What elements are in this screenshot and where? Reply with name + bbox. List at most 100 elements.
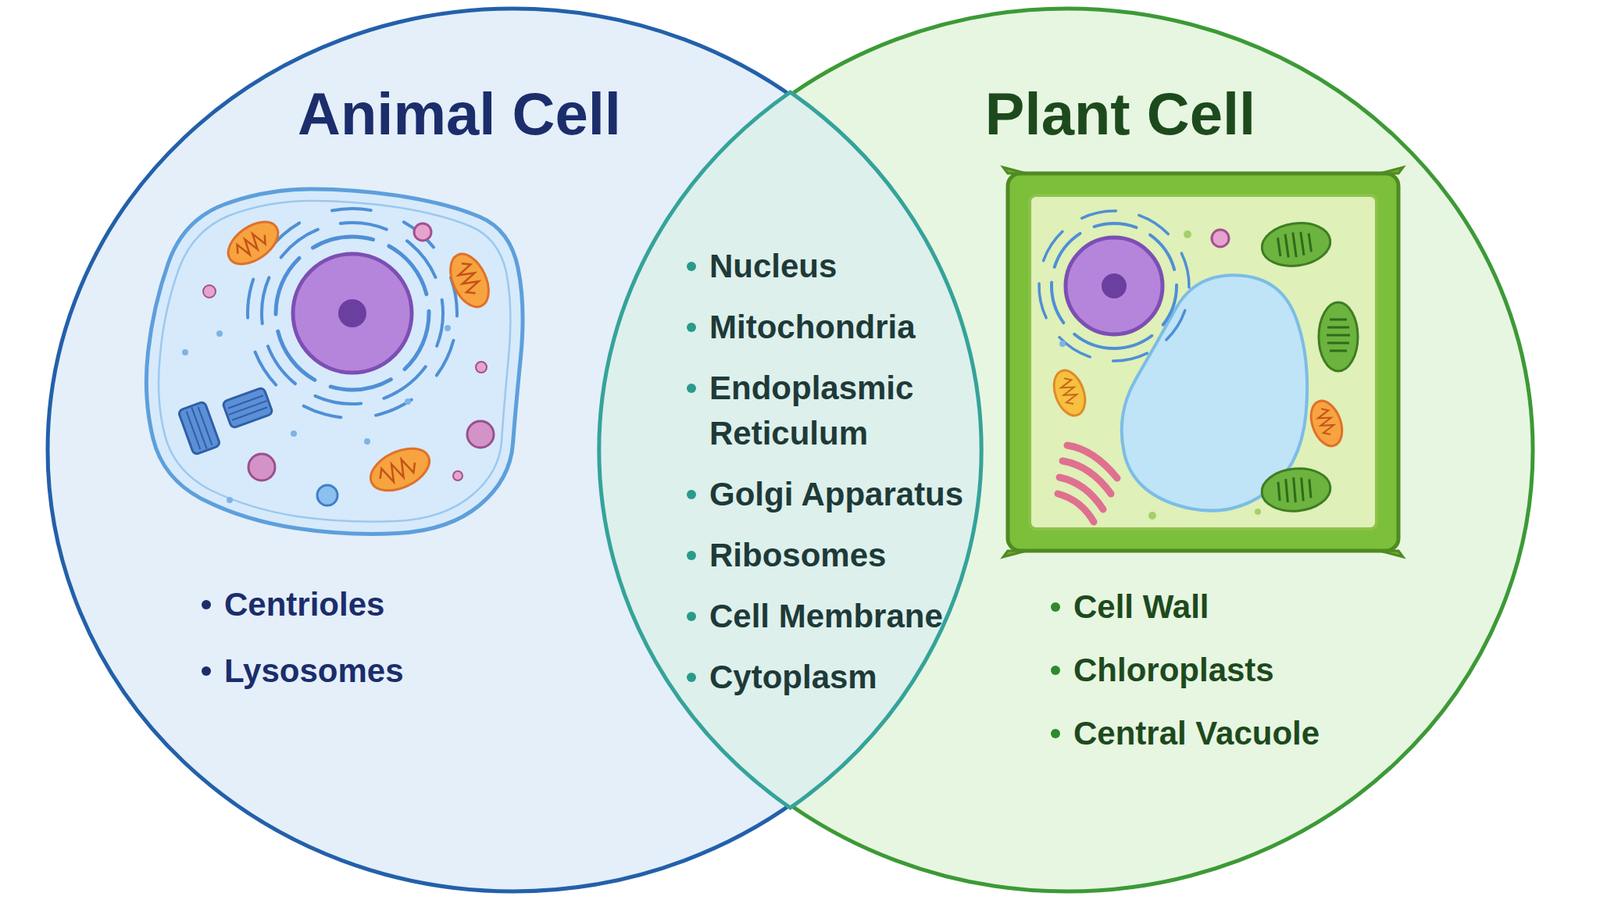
bullet-dot: [1050, 602, 1061, 612]
plant-nucleolus: [1101, 273, 1127, 299]
circle-shape: [601, 8, 1533, 892]
plant-cytoplasm: [1029, 195, 1377, 529]
mitochondrion-part: [442, 247, 497, 313]
central-vacuole: [1121, 275, 1308, 511]
list-row: Cell Membrane: [686, 593, 976, 640]
list-row: Endoplasmic Reticulum: [686, 365, 976, 457]
golgi-apparatus: [1057, 445, 1118, 522]
mitochondrion: [442, 247, 497, 313]
bullet-dot: [201, 600, 211, 610]
bullet-dot: [1050, 728, 1061, 739]
list-row: Centrioles: [201, 582, 608, 628]
chloroplast-part: [1260, 465, 1333, 514]
plant-vesicles-part: [1211, 229, 1229, 247]
circle-heading: Animal Cell: [146, 78, 772, 150]
centriole-part: [185, 405, 213, 451]
mitochondrion-part: [1305, 396, 1348, 451]
mitochondrion-part: [454, 260, 483, 297]
centriole: [222, 387, 274, 429]
golgi-apparatus-part: [1067, 445, 1118, 479]
list-row: Mitochondria: [686, 304, 976, 350]
vesicles-part: [475, 361, 487, 373]
bullet-dot: [686, 672, 697, 683]
vesicles-part: [248, 453, 275, 481]
bullet-list: NucleusMitochondriaEndoplasmic Reticulum…: [686, 243, 976, 700]
bullet-list: Cell WallChloroplastsCentral Vacuole: [1050, 584, 1458, 757]
endoplasmic-reticulum-part: [275, 236, 429, 390]
chloroplast-part: [1277, 230, 1312, 260]
list-item: Lysosomes: [224, 648, 608, 694]
list-item: Cell Wall: [1073, 584, 1458, 630]
chloroplast-part: [1326, 319, 1350, 351]
mitochondrion: [364, 439, 436, 499]
vesicles-part: [290, 430, 297, 437]
vesicles-part: [226, 496, 233, 504]
list-item: Mitochondria: [709, 304, 976, 350]
mitochondrion-part: [220, 213, 286, 273]
centriole-part: [226, 395, 269, 422]
chloroplast-part: [1278, 475, 1312, 504]
mitochondrion-part: [364, 439, 436, 499]
bullet-dot: [686, 489, 697, 500]
plant-vesicles: [1059, 229, 1261, 520]
chloroplast: [1260, 465, 1333, 514]
list-row: Nucleus: [686, 243, 976, 290]
bullet-dot: [686, 611, 697, 622]
bullet-dot: [201, 666, 211, 676]
list-item: Endoplasmic Reticulum: [709, 365, 976, 457]
endoplasmic-reticulum-part: [225, 185, 481, 442]
centriole: [178, 401, 221, 456]
vesicles-part: [444, 325, 451, 332]
list-row: Central Vacuole: [1050, 710, 1458, 757]
mitochondrion-part: [233, 228, 270, 260]
animal-cell-membrane: [146, 189, 523, 534]
bullet-dot: [686, 550, 697, 561]
vesicles-part: [404, 398, 411, 405]
list-item: Chloroplasts: [1073, 647, 1458, 693]
vesicles-part: [414, 223, 432, 241]
endoplasmic-reticulum: [224, 185, 481, 442]
plant-vesicles-part: [1183, 230, 1192, 239]
vesicles-part: [453, 471, 463, 481]
mitochondrion-part: [1315, 406, 1337, 436]
list-item: Centrioles: [224, 582, 608, 628]
list-item: Cell Membrane: [709, 593, 976, 640]
endoplasmic-reticulum-part: [224, 185, 481, 442]
animal-nucleus: [292, 253, 412, 373]
plant-vesicles-part: [1254, 508, 1261, 515]
list-row: Golgi Apparatus: [686, 471, 976, 518]
bullet-dot: [686, 261, 697, 272]
chloroplast-part: [1318, 302, 1358, 372]
circle-heading: Plant Cell: [807, 78, 1433, 150]
list-row: Chloroplasts: [1050, 647, 1458, 693]
vesicles-part: [467, 421, 494, 448]
golgi-apparatus-part: [1062, 460, 1111, 494]
list-row: Cell Wall: [1050, 584, 1458, 630]
list-item: Central Vacuole: [1073, 710, 1458, 757]
chloroplast-part: [1259, 218, 1334, 271]
mitochondrion: [220, 213, 286, 273]
vesicles-part: [317, 485, 338, 506]
mitochondrion-part: [1048, 366, 1091, 421]
plant-endoplasmic-reticulum: [1017, 189, 1211, 383]
cell-wall-corner: [1003, 167, 1404, 558]
list-row: Cytoplasm: [686, 654, 976, 700]
centriole-part: [178, 401, 221, 456]
plant-endoplasmic-reticulum-part: [1051, 223, 1177, 349]
list-item: Golgi Apparatus: [709, 471, 976, 518]
plant-nucleus: [1065, 237, 1163, 335]
plant-endoplasmic-reticulum-part: [1017, 189, 1211, 383]
vesicles-part: [203, 285, 216, 298]
mitochondrion: [1305, 396, 1348, 451]
vesicles-part: [364, 438, 371, 445]
plant-cell-wall: [1007, 173, 1399, 551]
chloroplast: [1318, 302, 1358, 372]
list-row: Ribosomes: [686, 532, 976, 579]
chloroplast: [1259, 218, 1334, 271]
overlap-region: NucleusMitochondriaEndoplasmic Reticulum…: [599, 92, 982, 808]
vesicles-part: [182, 349, 189, 356]
list-item: Cytoplasm: [709, 654, 976, 700]
plant-cell-illustration: [1003, 167, 1404, 558]
golgi-apparatus-part: [1059, 477, 1104, 510]
